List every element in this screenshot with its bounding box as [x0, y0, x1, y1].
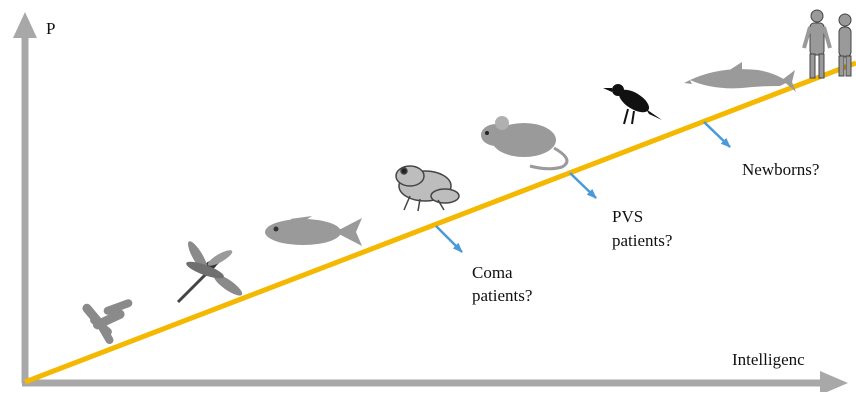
mouse-icon [481, 116, 569, 171]
y-axis-arrowhead [13, 12, 37, 38]
dolphin-icon [684, 62, 796, 92]
axes [13, 12, 848, 395]
coma-label-line1: Coma [472, 263, 513, 282]
newborns-label: Newborns? [742, 160, 819, 179]
pvs-arrow [569, 172, 597, 199]
x-axis-label: Intelligenc [732, 350, 805, 369]
bacteria-icon [82, 299, 133, 345]
humans-icon [802, 9, 852, 79]
dragonfly-icon [176, 241, 243, 304]
crow-icon [603, 84, 662, 125]
trend-line [24, 60, 856, 385]
pvs-label-line2: patients? [612, 231, 672, 250]
y-axis-label: P [46, 19, 55, 38]
newborns-arrow [703, 121, 731, 148]
coma-arrow [435, 225, 463, 253]
x-axis-arrowhead [820, 371, 848, 395]
fish-icon [265, 216, 362, 246]
pvs-label-line1: PVS [612, 207, 643, 226]
coma-label-line2: patients? [472, 286, 532, 305]
frog-icon [395, 165, 460, 212]
